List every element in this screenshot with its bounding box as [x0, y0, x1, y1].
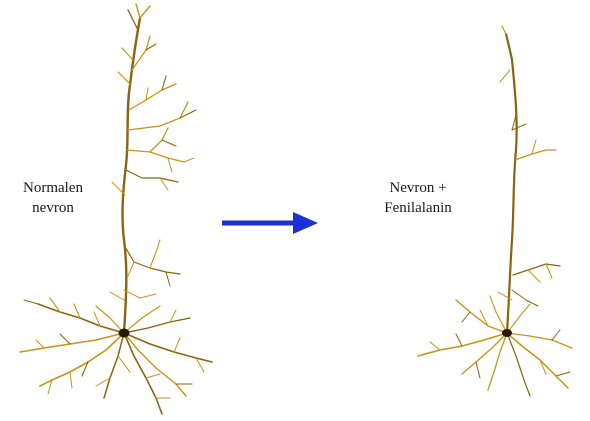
- dendrite-branch: [507, 333, 568, 388]
- dendrite-branch: [456, 300, 507, 333]
- normal-neuron-label-line2: nevron: [8, 198, 98, 218]
- dendrite-branch: [150, 240, 160, 268]
- dendrite-branch: [36, 340, 44, 348]
- dendrite-branch: [512, 115, 526, 130]
- dendrite-branch: [430, 342, 440, 350]
- dendrite-branch: [515, 150, 556, 160]
- phenylalanine-neuron-label: Nevron + Fenilalanin: [368, 178, 468, 218]
- dendrite-branch: [124, 333, 162, 414]
- cell-body: [502, 329, 512, 337]
- dendrite-branch: [500, 70, 510, 82]
- phenylalanine-neuron-label-line1: Nevron +: [368, 178, 468, 198]
- dendrite-branch: [532, 140, 536, 154]
- dendrite-branch: [507, 304, 530, 333]
- dendrite-branch: [174, 338, 180, 352]
- dendrite-branch: [24, 300, 38, 304]
- dendrite-branch: [124, 333, 212, 362]
- dendrite-branch: [552, 330, 560, 340]
- dendrite-branch: [128, 102, 188, 130]
- dendrite-branch: [162, 140, 176, 146]
- dendrite-branch: [528, 270, 540, 282]
- dendrite-branch: [136, 4, 140, 18]
- dendrite-branch: [128, 262, 134, 276]
- dendrite-branch: [124, 290, 156, 298]
- dendrite-branch: [124, 333, 186, 396]
- dendrite-branch: [462, 312, 470, 322]
- dendrite-branch: [150, 152, 184, 162]
- dendrite-branch: [118, 356, 130, 372]
- dendrite-branch: [70, 372, 72, 388]
- dendrite-branch: [140, 6, 150, 18]
- dendrite-branch: [418, 333, 507, 356]
- dendrite-branch: [546, 264, 552, 278]
- dendrite-branch: [128, 10, 138, 30]
- dendrite-branch: [506, 34, 517, 333]
- normal-neuron-label: Normalen nevron: [8, 178, 98, 218]
- dendrite-branch: [60, 334, 70, 344]
- dendrite-branch: [166, 272, 170, 286]
- dendrite-branch: [513, 264, 560, 275]
- dendrite-branch: [512, 290, 538, 306]
- normal-neuron-label-line1: Normalen: [8, 178, 98, 198]
- dendrite-branch: [126, 170, 178, 182]
- dendrite-branch: [122, 48, 133, 60]
- dendrite-branch: [118, 72, 131, 85]
- dendrite-branch: [129, 84, 176, 110]
- dendrite-branch: [124, 245, 180, 274]
- dendrite-branch: [110, 292, 124, 300]
- arrow-right-icon: [222, 212, 318, 234]
- dendrite-branch: [476, 362, 480, 378]
- cell-body: [119, 329, 130, 338]
- phenylalanine-neuron-label-line2: Fenilalanin: [368, 198, 468, 218]
- dendrite-branch: [20, 333, 124, 352]
- dendrite-branch: [170, 310, 176, 322]
- dendrite-branch: [556, 372, 570, 376]
- dendrite-branch: [168, 158, 172, 172]
- dendrite-branch: [502, 26, 506, 34]
- dendrite-branch: [184, 158, 194, 162]
- dendrite-branch: [456, 334, 462, 346]
- dendrite-branch: [146, 374, 160, 378]
- dendrite-branch: [40, 333, 124, 386]
